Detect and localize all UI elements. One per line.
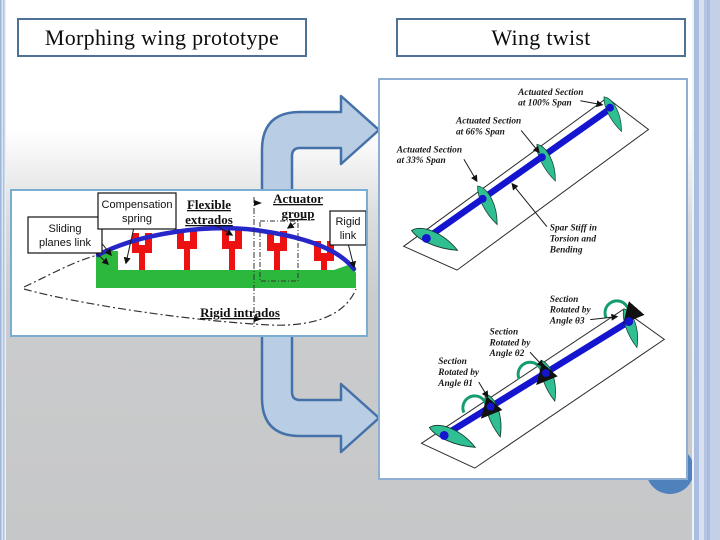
label-theta2-3: Angle θ2: [489, 349, 525, 359]
label-66-span-1: Actuated Section: [455, 117, 521, 127]
rigid-intrados-label: Rigid intrados: [200, 305, 280, 320]
label-theta2-1: Section: [490, 327, 519, 337]
top-wing-spar: [424, 104, 615, 242]
rigid-link-label-1: Rigid: [335, 216, 360, 228]
actuator-group-label-2: group: [282, 206, 315, 221]
down-right-arrow: [260, 331, 381, 454]
wing-twist-diagram: Actuated Section at 100% Span Actuated S…: [396, 88, 666, 469]
label-theta2-2: Rotated by: [489, 338, 532, 348]
compensation-spring-box: [97, 192, 177, 230]
bottom-spar-dots: [439, 317, 634, 440]
root-section: [426, 420, 479, 452]
title-wing-twist: Wing twist: [396, 18, 686, 57]
label-66-span-2: at 66% Span: [456, 127, 505, 137]
rigid-link-label-2: link: [340, 230, 357, 242]
bottom-wing-labels: Section Rotated by Angle θ3 Section Rota…: [437, 295, 619, 399]
airfoil-outline: [23, 254, 357, 326]
rigid-intrados-structure: [96, 251, 356, 288]
label-theta1-1: Section: [438, 357, 467, 367]
wing-twist-figure: Actuated Section at 100% Span Actuated S…: [378, 78, 688, 480]
top-wing: Actuated Section at 100% Span Actuated S…: [396, 88, 650, 271]
top-spar-dots: [421, 103, 614, 243]
label-theta1-3: Angle θ1: [437, 379, 473, 389]
compensation-spring-label-1: Compensation: [102, 199, 173, 211]
label-33-span-2: at 33% Span: [397, 156, 446, 166]
bottom-wing-outline: [420, 309, 666, 469]
title-morphing-wing: Morphing wing prototype: [17, 18, 307, 57]
flexible-extrados-label-1: Flexible: [187, 197, 231, 212]
actuator-group-label-1: Actuator: [273, 191, 323, 206]
label-spar-1: Spar Stiff in: [550, 223, 597, 233]
bottom-wing-spar: [442, 318, 631, 439]
actuator-unit: [222, 229, 242, 270]
sliding-planes-label-1: Sliding: [48, 223, 81, 235]
label-theta3-1: Section: [550, 295, 579, 305]
label-spar-2: Torsion and: [550, 234, 597, 244]
prototype-diagram: Sliding planes link Compensation spring …: [23, 191, 366, 327]
left-edge-stripes: [0, 0, 6, 540]
bottom-wing: Section Rotated by Angle θ3 Section Rota…: [420, 295, 666, 469]
label-theta1-2: Rotated by: [437, 368, 480, 378]
label-100-span-2: at 100% Span: [518, 99, 572, 109]
label-100-span-1: Actuated Section: [517, 88, 583, 98]
sliding-planes-box: [27, 216, 103, 254]
actuator-group-markers: [253, 197, 305, 327]
label-spar-3: Bending: [549, 245, 583, 255]
title-wing-twist-text: Wing twist: [491, 24, 591, 50]
label-theta3-3: Angle θ3: [549, 317, 585, 327]
title-morphing-wing-text: Morphing wing prototype: [44, 24, 280, 50]
compensation-spring-label-2: spring: [122, 213, 152, 225]
label-theta3-2: Rotated by: [549, 306, 592, 316]
label-33-span-1: Actuated Section: [396, 145, 462, 155]
flexible-extrados-label-2: extrados: [185, 212, 233, 227]
top-wing-labels: Actuated Section at 100% Span Actuated S…: [396, 88, 604, 255]
actuator-unit: [177, 229, 197, 270]
flexible-extrados-skin: [95, 226, 357, 272]
right-edge-stripes: [692, 0, 720, 540]
boxed-labels: Sliding planes link Compensation spring …: [27, 192, 366, 254]
sliding-planes-label-2: planes link: [39, 237, 91, 249]
morphing-prototype-figure: Sliding planes link Compensation spring …: [10, 189, 368, 337]
